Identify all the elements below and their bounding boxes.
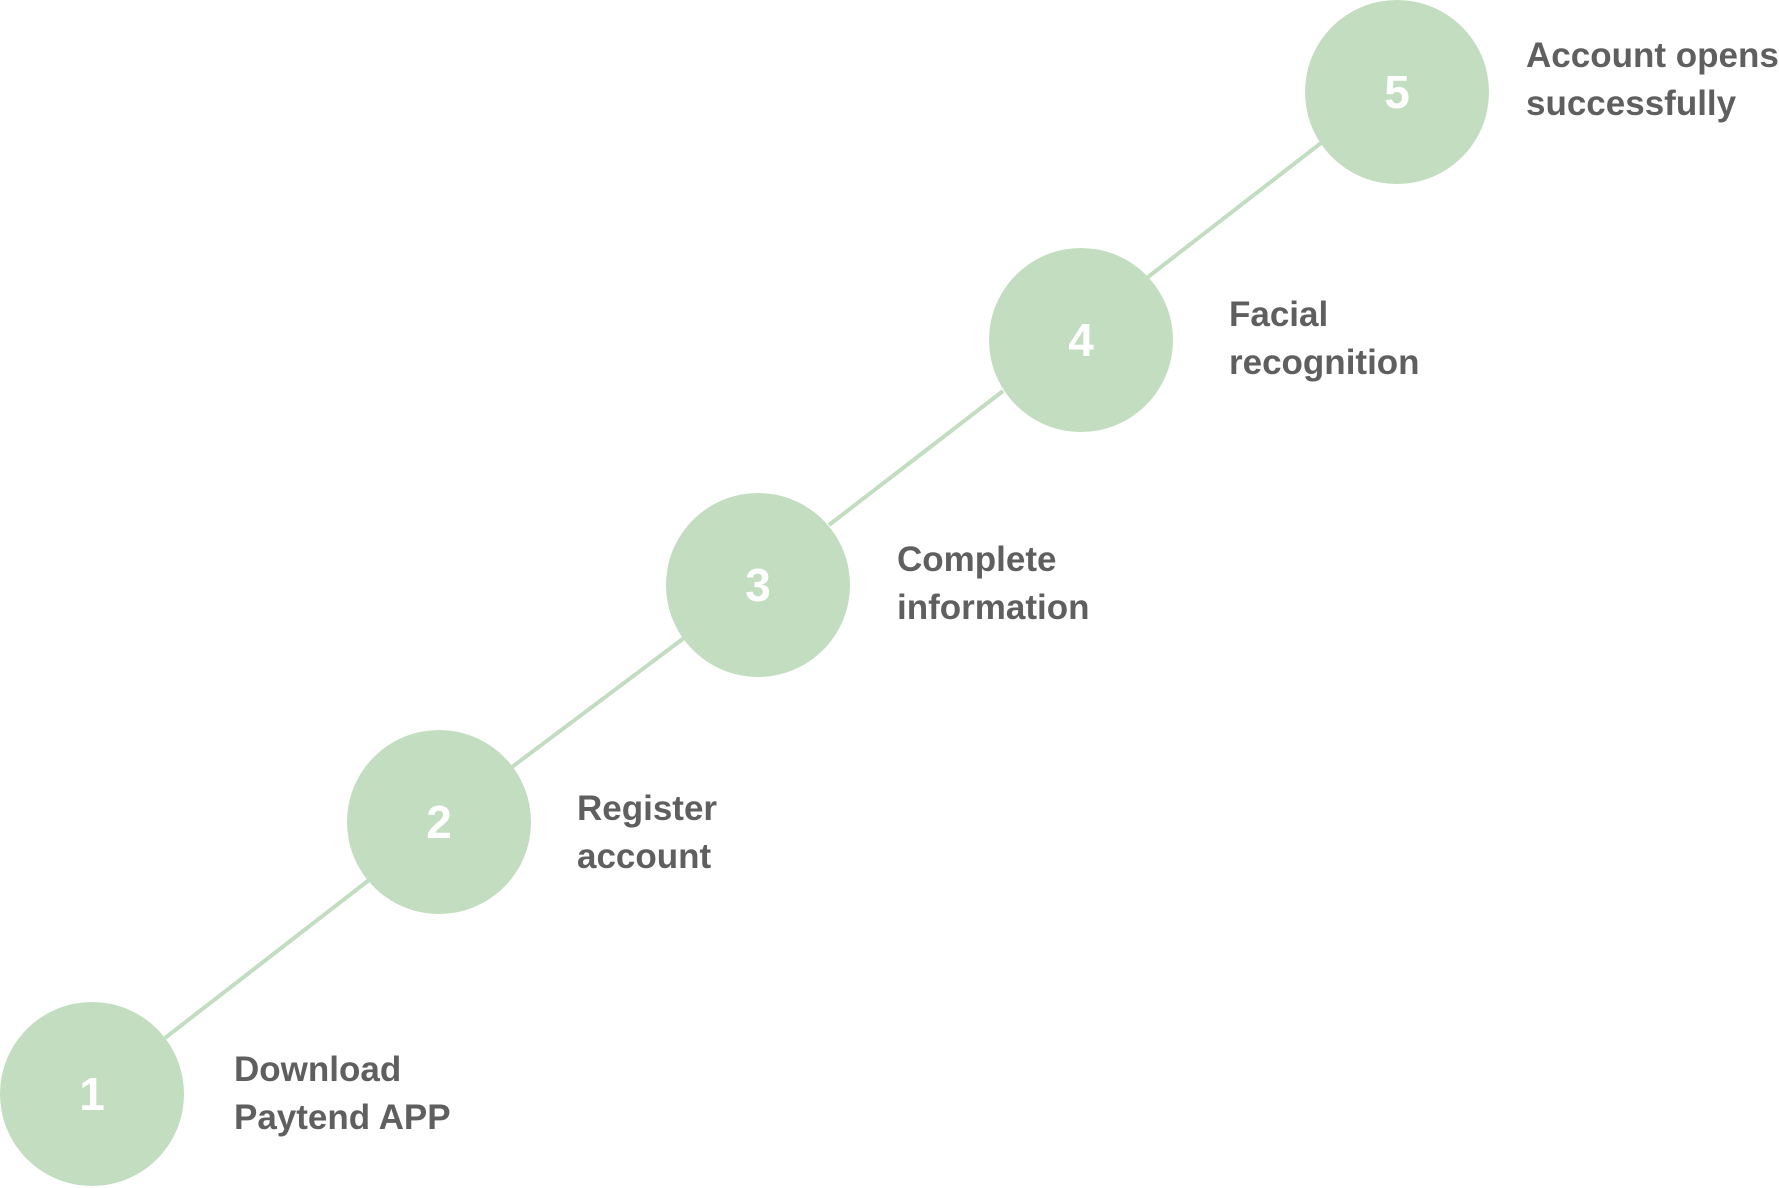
step-4-circle: 4 [989,248,1173,432]
connector-3-4 [827,389,1005,527]
step-1-label: Download Paytend APP [234,1046,451,1142]
step-2-number: 2 [426,796,452,848]
step-5-circle: 5 [1305,0,1489,184]
step-1-label-line2: Paytend APP [234,1098,451,1137]
step-2-label-line1: Register [577,789,718,828]
step-4-label-line2: recognition [1229,343,1420,382]
step-2-circle: 2 [347,730,531,914]
step-1-number: 1 [79,1068,105,1120]
step-3-number: 3 [745,559,771,611]
step-5-number: 5 [1384,66,1410,118]
step-2-label-line2: account [577,837,712,876]
step-5-label-line1: Account opens [1526,36,1779,75]
step-1-label-line1: Download [234,1050,402,1089]
step-3-label: Complete information [897,536,1089,632]
connector-4-5 [1146,141,1323,279]
step-4-number: 4 [1068,314,1094,366]
step-3-label-line1: Complete [897,540,1057,579]
connector-2-3 [510,636,686,769]
step-3-label-line2: information [897,588,1090,627]
connector-1-2 [163,878,371,1040]
step-4-label: Facial recognition [1229,291,1420,387]
step-5-label-line2: successfully [1526,84,1737,123]
step-5-label: Account opens successfully [1526,32,1779,128]
step-4-label-line1: Facial [1229,295,1329,334]
step-3-circle: 3 [666,493,850,677]
step-1-circle: 1 [0,1002,184,1186]
step-2-label: Register account [577,785,717,881]
